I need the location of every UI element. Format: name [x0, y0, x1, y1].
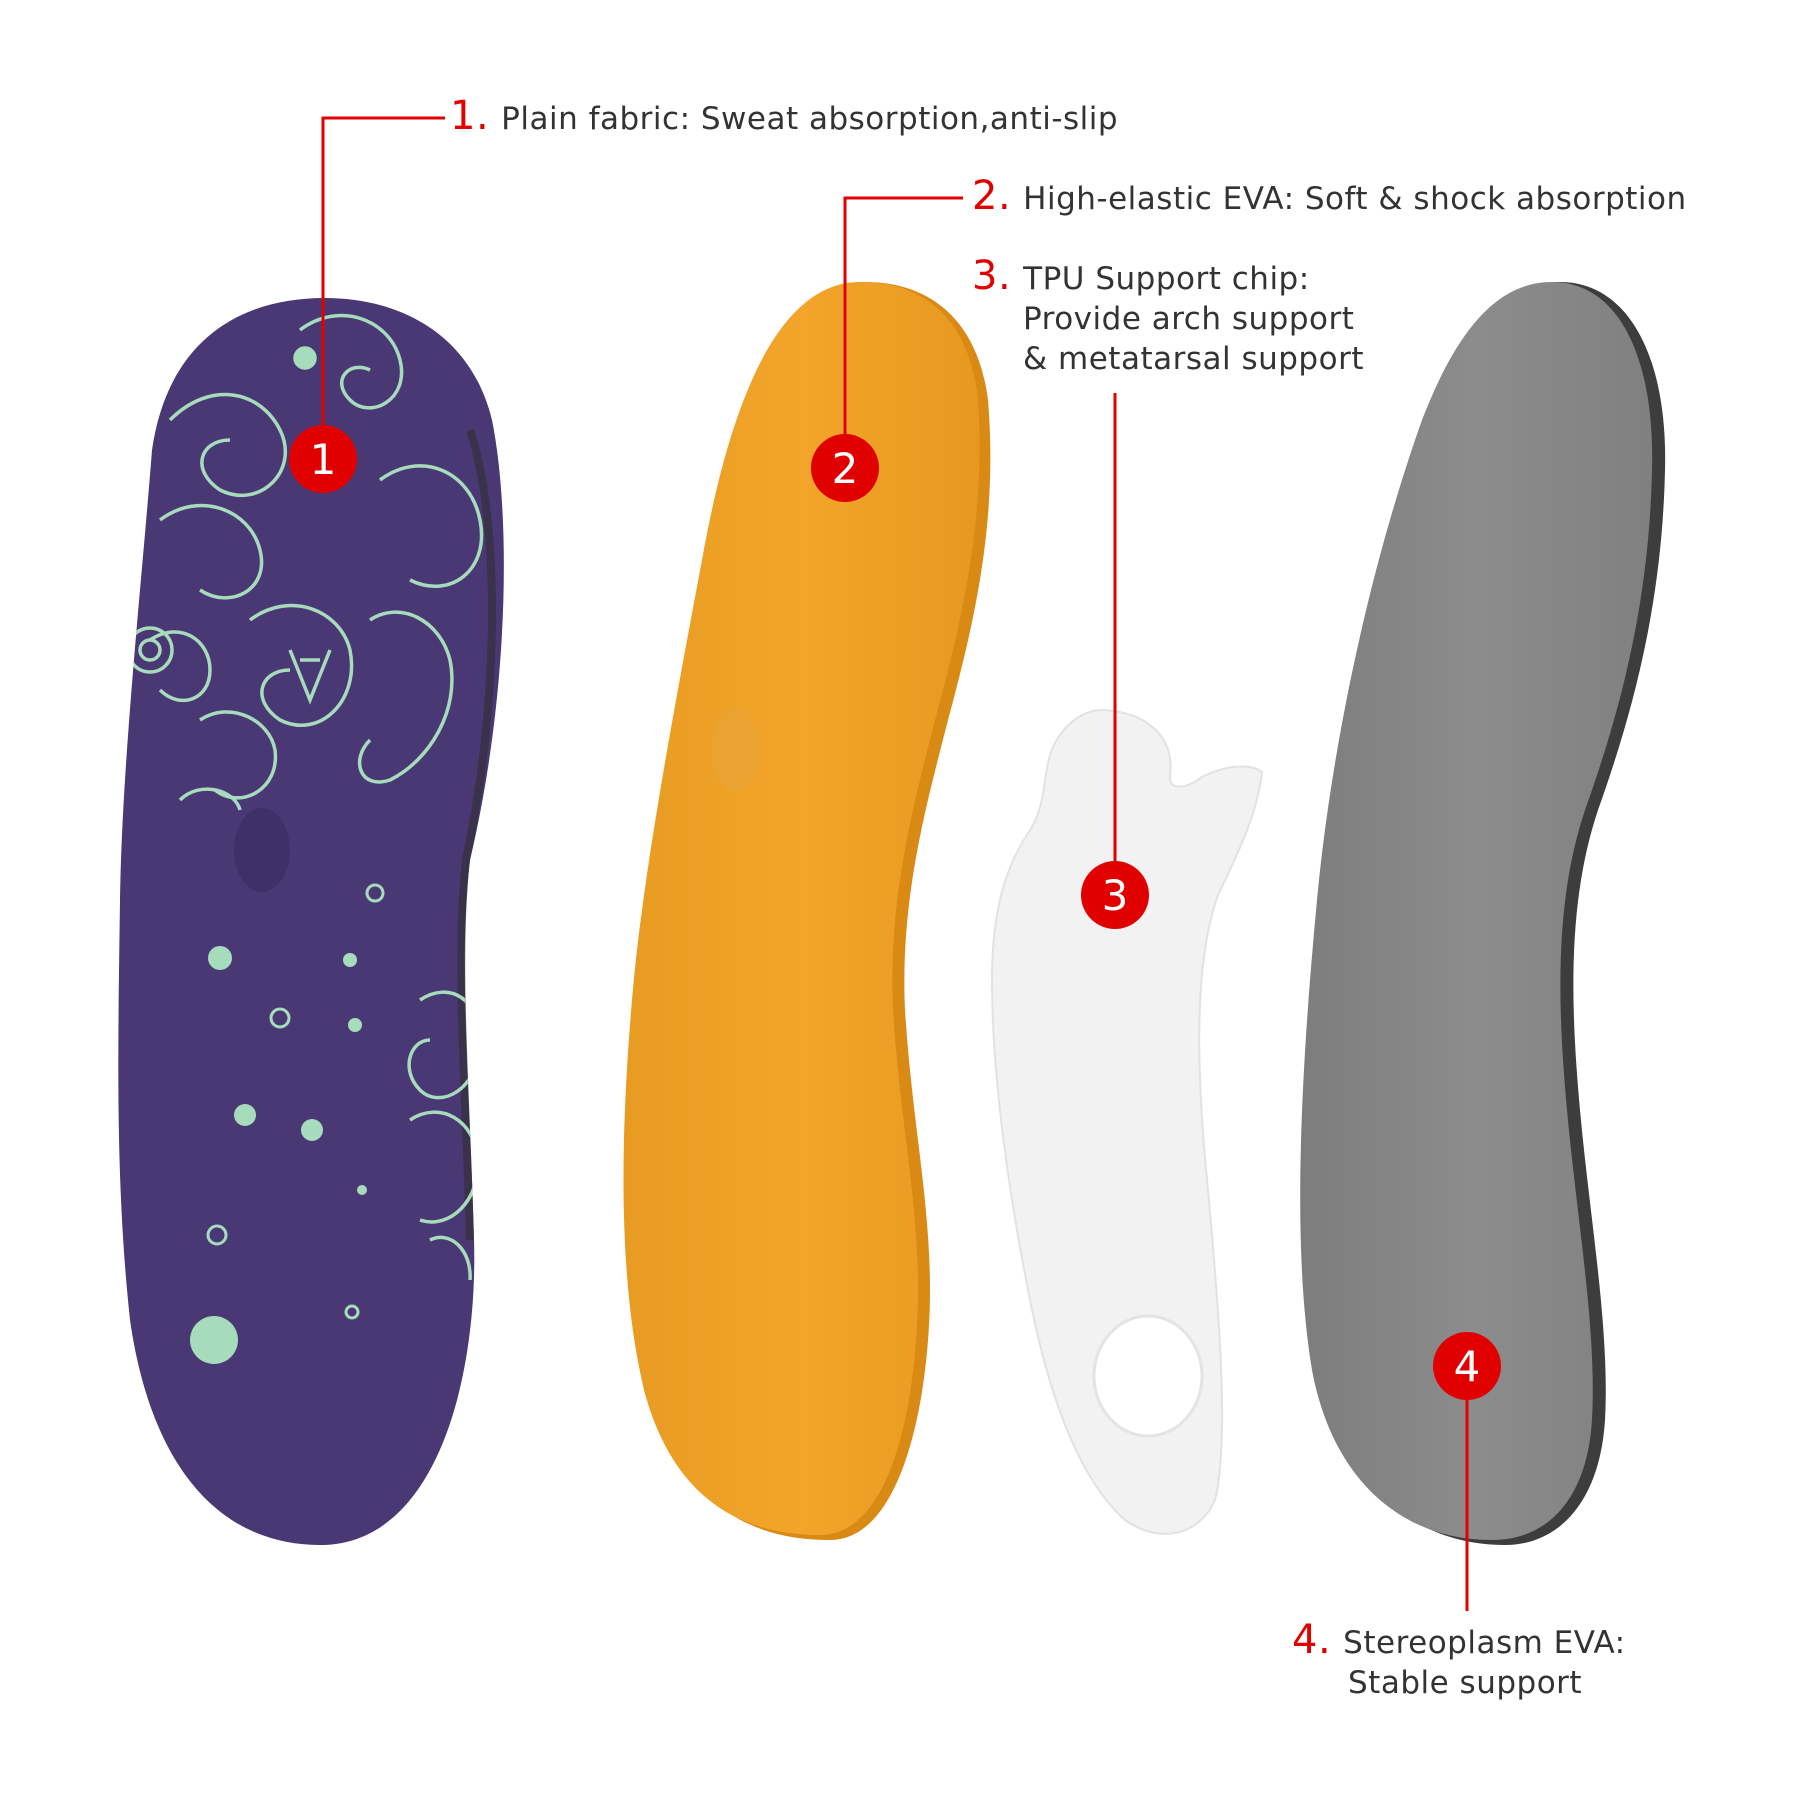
stereoplasm-insole-image	[1300, 282, 1666, 1545]
badge-4: 4	[1433, 1332, 1501, 1400]
caption-title-1: Plain fabric: Sweat absorption,anti-slip	[501, 101, 1119, 137]
caption-layer-3: 3. TPU Support chip: Provide arch support…	[972, 256, 1364, 379]
caption-subtitle-4: Stable support	[1348, 1665, 1583, 1701]
leader-line-2	[843, 196, 963, 468]
badge-3: 3	[1081, 861, 1149, 929]
svg-text:3: 3	[1102, 871, 1129, 920]
svg-text:4: 4	[1454, 1342, 1481, 1391]
caption-subtitle-3: Provide arch support	[1023, 301, 1355, 337]
caption-number-3: 3.	[972, 253, 1012, 299]
eva-insole-image	[623, 282, 991, 1540]
caption-subtitle-3b: & metatarsal support	[1023, 341, 1364, 377]
caption-title-4: Stereoplasm EVA:	[1343, 1625, 1626, 1661]
badge-1: 1	[289, 425, 357, 493]
leader-line-1	[321, 116, 445, 462]
caption-layer-2: 2. High-elastic EVA: Soft & shock absorpt…	[972, 176, 1687, 219]
svg-text:1: 1	[310, 435, 337, 484]
caption-number-4: 4.	[1292, 1617, 1332, 1663]
tpu-chip-image	[990, 708, 1264, 1535]
badge-2: 2	[811, 434, 879, 502]
caption-title-2: High-elastic EVA: Soft & shock absorptio…	[1023, 181, 1687, 217]
caption-layer-4: 4. Stereoplasm EVA: Stable support	[1292, 1620, 1626, 1703]
fabric-insole-image	[118, 298, 504, 1545]
leader-lines	[321, 116, 1469, 1611]
svg-text:2: 2	[832, 444, 859, 493]
caption-number-2: 2.	[972, 173, 1012, 219]
caption-title-3: TPU Support chip:	[1023, 261, 1310, 297]
caption-layer-1: 1. Plain fabric: Sweat absorption,anti-sl…	[450, 96, 1118, 139]
caption-number-1: 1.	[450, 93, 490, 139]
